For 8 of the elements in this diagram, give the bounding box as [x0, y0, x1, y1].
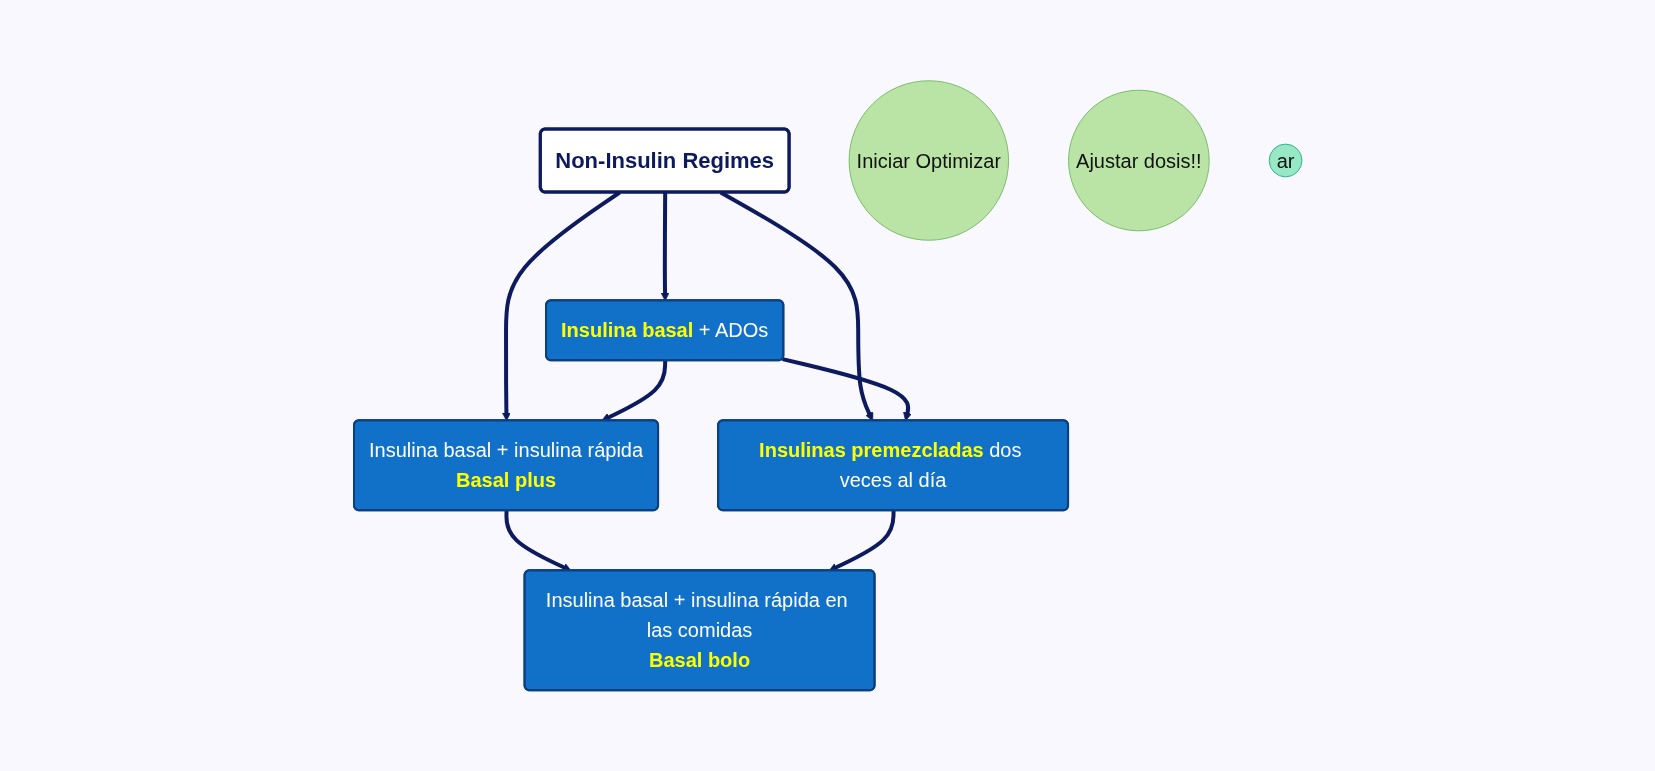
node-circle: ar: [1268, 143, 1302, 178]
arrow: [600, 360, 667, 422]
arrow: [781, 357, 912, 422]
node-circle: Ajustar dosis!!: [1067, 89, 1210, 232]
arrow: [828, 510, 896, 572]
arrow: [503, 510, 571, 572]
arrow: [660, 192, 669, 302]
node-circle: Iniciar Optimizar: [848, 80, 1009, 241]
